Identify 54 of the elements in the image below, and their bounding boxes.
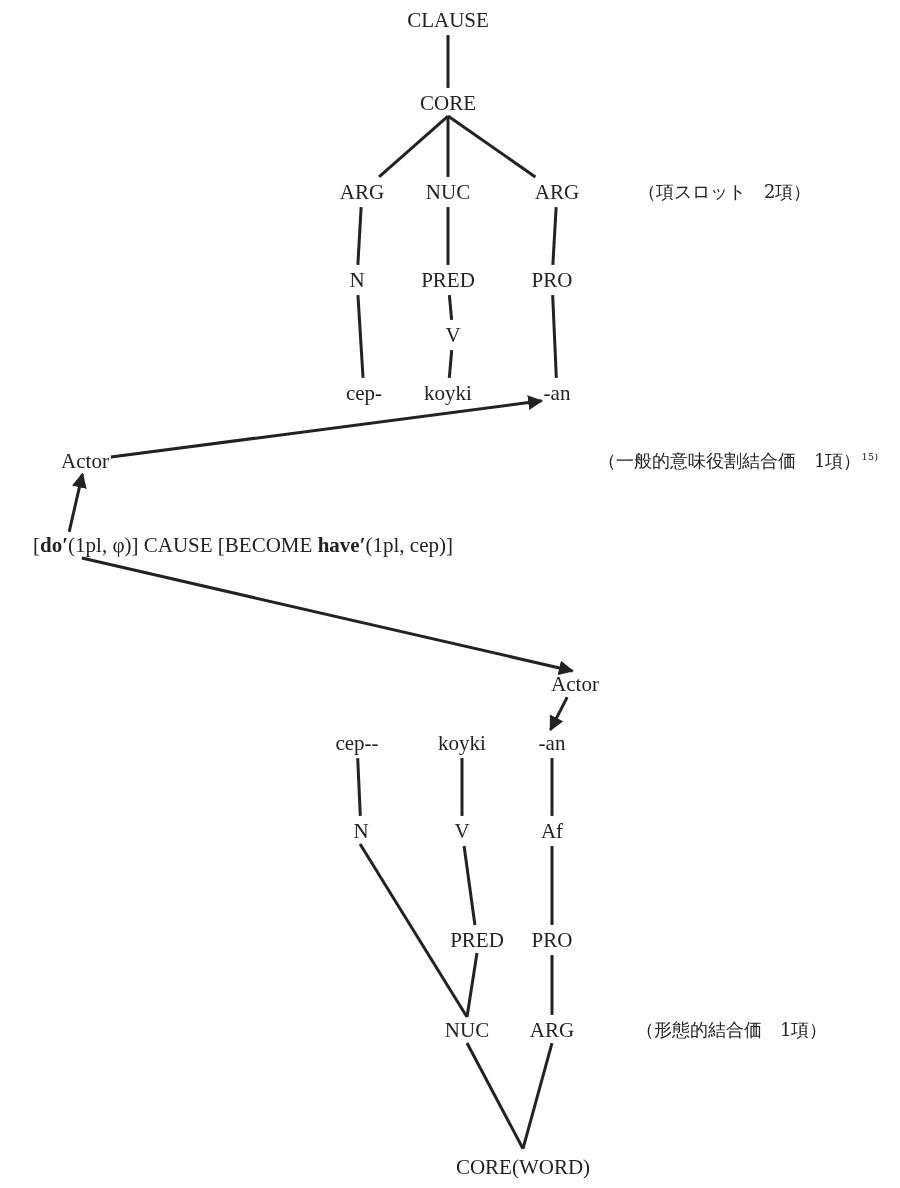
tree-label: Af — [538, 817, 566, 845]
arrow — [67, 472, 87, 533]
tree-label: N — [347, 266, 367, 294]
tree-label: PRED — [419, 266, 477, 294]
tree-branch-line — [551, 295, 558, 378]
tree-label: CLAUSE — [405, 6, 491, 34]
tree-branch-line — [551, 207, 558, 265]
tree-label: koyki — [422, 379, 474, 407]
tree-label: -an — [541, 379, 573, 407]
tree-label: CORE — [418, 89, 478, 117]
tree-branch-line — [550, 758, 554, 816]
tree-branch-line — [356, 294, 365, 379]
tree-label: ARG — [337, 178, 387, 206]
semantic-formula: [do′(1pl, φ)] CAUSE [BECOME have′(1pl, cep)] — [31, 531, 455, 559]
tree-label: Actor — [59, 447, 111, 475]
tree-branch-line — [550, 846, 554, 925]
tree-branch-line — [460, 758, 464, 816]
tree-branch-line — [446, 35, 450, 88]
tree-branch-line — [358, 843, 469, 1018]
tree-label: Actor — [549, 670, 601, 698]
arrow — [549, 696, 569, 732]
tree-branch-line — [465, 1042, 525, 1150]
tree-branch-line — [550, 955, 554, 1015]
tree-label: V — [452, 817, 472, 845]
tree-label: ARG — [527, 1016, 577, 1044]
tree-branch-line — [446, 207, 450, 265]
tree-label: -an — [536, 729, 568, 757]
arrow — [110, 395, 544, 459]
arrow — [81, 556, 574, 676]
valency-note: （一般的意味役割結合価 1項）$^{15)}$ — [598, 449, 879, 473]
tree-label: koyki — [436, 729, 488, 757]
tree-label: V — [443, 321, 463, 349]
valency-note: （形態的結合価 1項） — [636, 1018, 828, 1042]
tree-label: PRO — [529, 926, 575, 954]
tree-label: cep-- — [333, 729, 381, 757]
tree-branch-line — [465, 952, 479, 1018]
tree-label: N — [351, 817, 371, 845]
tree-label: CORE(WORD) — [453, 1153, 593, 1181]
tree-branch-line — [462, 845, 477, 926]
tree-label: NUC — [423, 178, 473, 206]
tree-branch-line — [446, 116, 450, 177]
tree-branch-line — [378, 114, 449, 179]
tree-branch-line — [447, 294, 454, 321]
tree-branch-line — [447, 349, 454, 379]
tree-label: cep- — [343, 379, 385, 407]
tree-label: NUC — [442, 1016, 492, 1044]
tree-label: ARG — [532, 178, 582, 206]
tree-branch-line — [356, 207, 363, 265]
valency-note: （項スロット 2項） — [638, 180, 812, 204]
tree-branch-line — [521, 1042, 554, 1150]
tree-branch-line — [447, 114, 537, 179]
tree-label: PRO — [529, 266, 575, 294]
tree-branch-line — [356, 758, 362, 816]
tree-label: PRED — [448, 926, 506, 954]
